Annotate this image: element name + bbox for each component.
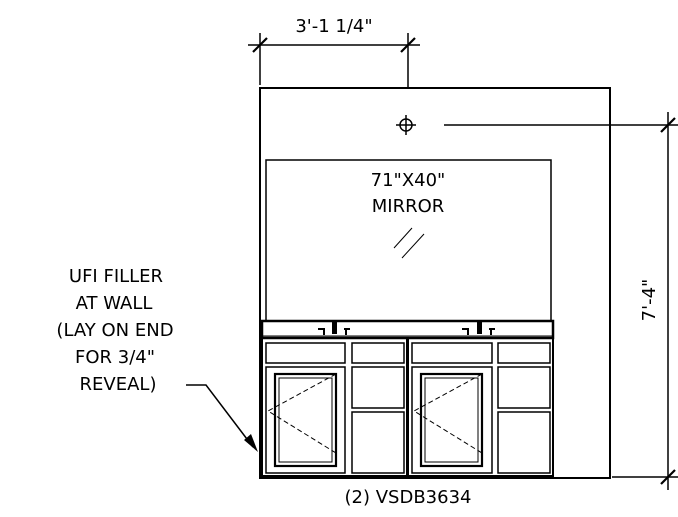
cabinet-caption: (2) VSDB3634 [345, 487, 472, 508]
faucet-left [318, 322, 350, 335]
vanity-cabinet-right [407, 337, 554, 477]
right-height-dimension: 7'-4" [444, 112, 678, 490]
mirror: 71"X40" MIRROR [265, 159, 552, 323]
top-width-label: 3'-1 1/4" [295, 16, 372, 37]
mirror-name-label: MIRROR [372, 196, 445, 217]
filler-note-line-4: FOR 3/4" [75, 347, 155, 368]
wall-outline [259, 87, 611, 479]
faucet-right [462, 322, 495, 335]
mirror-size-label: 71"X40" [371, 170, 446, 191]
right-height-label: 7'-4" [639, 279, 660, 322]
light-fixture-symbol [396, 115, 416, 135]
filler-note-line-1: UFI FILLER [69, 266, 163, 287]
filler-note: UFI FILLER AT WALL (LAY ON END FOR 3/4" … [56, 266, 173, 395]
countertop [260, 319, 555, 340]
top-width-dimension: 3'-1 1/4" [248, 16, 420, 88]
leader-arrow [186, 384, 258, 452]
filler-note-line-3: (LAY ON END [56, 320, 173, 341]
filler-strip [259, 338, 263, 476]
filler-note-line-2: AT WALL [76, 293, 153, 314]
filler-note-line-5: REVEAL) [80, 374, 157, 395]
vanity-cabinet-left [261, 337, 408, 477]
